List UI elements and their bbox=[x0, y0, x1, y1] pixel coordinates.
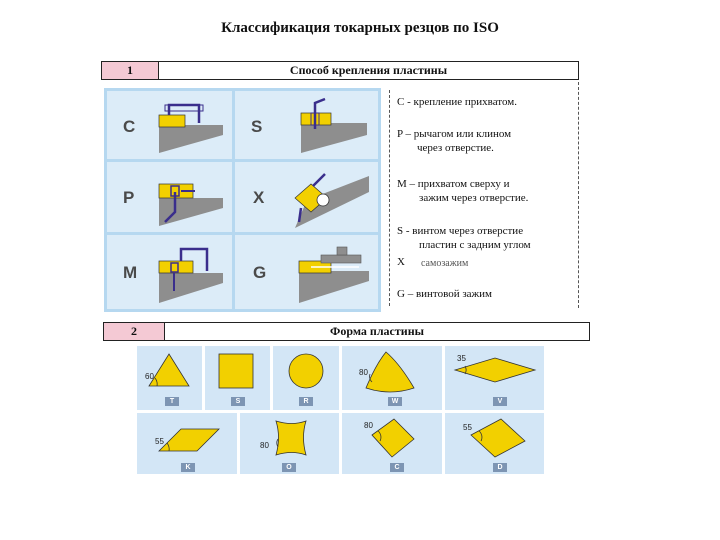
method-cell-m: M bbox=[107, 235, 232, 309]
method-letter: M bbox=[123, 263, 138, 282]
rhombic-55-insert-icon bbox=[470, 418, 526, 458]
method-letter: P bbox=[123, 188, 135, 207]
desc-p-line1: P – рычагом или клином bbox=[397, 128, 512, 140]
method-cell-x: X bbox=[235, 162, 378, 232]
shape-cell-k: 55 K bbox=[137, 413, 237, 474]
desc-s-line2: пластин с задним углом bbox=[419, 239, 531, 251]
shape-code-tag: T bbox=[165, 397, 179, 406]
method-letter: C bbox=[123, 117, 136, 136]
shape-cell-v: 35 V bbox=[445, 346, 544, 410]
shape-cell-t: 60 T bbox=[137, 346, 202, 410]
shape-cell-s: S bbox=[205, 346, 270, 410]
shape-code-tag: C bbox=[390, 463, 404, 472]
desc-c: С - крепление прихватом. bbox=[397, 96, 517, 108]
round-insert-icon bbox=[288, 353, 324, 389]
shape-cell-w: 80 W bbox=[342, 346, 442, 410]
rhombic-80-insert-icon bbox=[371, 418, 415, 458]
clamp-top-icon bbox=[158, 103, 223, 153]
dashed-separator bbox=[389, 90, 390, 306]
special-round-icon bbox=[294, 173, 369, 228]
shape-angle: 60 bbox=[145, 372, 154, 381]
shape-angle: 55 bbox=[463, 423, 472, 432]
section-2-header: 2 Форма пластины bbox=[103, 322, 590, 341]
section-2-number: 2 bbox=[104, 323, 165, 340]
desc-p-line2: через отверстие. bbox=[417, 142, 494, 154]
method-cell-p: P bbox=[107, 162, 232, 232]
lever-icon bbox=[158, 183, 223, 226]
method-letter: S bbox=[251, 117, 263, 136]
shape-angle: 80 bbox=[364, 421, 373, 430]
screw-clamp-icon bbox=[298, 246, 369, 303]
shape-code-tag: S bbox=[231, 397, 245, 406]
shape-code-tag: O bbox=[282, 463, 296, 472]
square-insert-icon bbox=[218, 353, 254, 389]
section-1-number: 1 bbox=[102, 62, 159, 79]
method-letter: X bbox=[253, 188, 265, 207]
shape-cell-c: 80 C bbox=[342, 413, 442, 474]
shape-cell-d: 55 D bbox=[445, 413, 544, 474]
shape-code-tag: V bbox=[493, 397, 507, 406]
insert-shapes-grid: 60 T S R 80 W 35 V 55 bbox=[137, 346, 544, 474]
clamp-and-pin-icon bbox=[158, 247, 223, 303]
mounting-methods-panel: C S P X bbox=[104, 88, 381, 312]
shape-code-tag: R bbox=[299, 397, 313, 406]
method-cell-s: S bbox=[235, 91, 378, 159]
shape-angle: 55 bbox=[155, 437, 164, 446]
shape-cell-o: 80 O bbox=[240, 413, 339, 474]
method-letter: G bbox=[253, 263, 267, 282]
section-2-title: Форма пластины bbox=[330, 324, 424, 338]
shape-code-tag: K bbox=[181, 463, 195, 472]
shape-angle: 35 bbox=[457, 354, 466, 363]
shape-code-tag: D bbox=[493, 463, 507, 472]
rhombic-35-insert-icon bbox=[453, 357, 537, 383]
shape-code-tag: W bbox=[388, 397, 402, 406]
desc-m-line2: зажим через отверстие. bbox=[419, 192, 529, 204]
shape-angle: 80 bbox=[260, 441, 269, 450]
dashed-separator-right bbox=[578, 82, 579, 308]
desc-x-text: самозажим bbox=[421, 258, 469, 269]
shape-angle: 80 bbox=[359, 368, 368, 377]
section-1-title: Способ крепления пластины bbox=[289, 63, 448, 77]
trigon-insert-icon bbox=[365, 351, 415, 393]
desc-s-line1: S - винтом через отверстие bbox=[397, 225, 524, 237]
shape-cell-r: R bbox=[273, 346, 339, 410]
method-cell-g: G bbox=[235, 235, 378, 309]
triangle-insert-icon bbox=[148, 353, 190, 387]
section-1-header: 1 Способ крепления пластины bbox=[101, 61, 579, 80]
desc-g: G – винтовой зажим bbox=[397, 288, 493, 300]
screw-icon bbox=[300, 97, 367, 153]
parallelogram-insert-icon bbox=[158, 428, 220, 452]
page-title: Классификация токарных резцов по ISO bbox=[221, 20, 499, 36]
method-cell-c: C bbox=[107, 91, 232, 159]
octagon-insert-icon bbox=[275, 420, 307, 456]
desc-x-letter: X bbox=[397, 256, 405, 268]
desc-m-line1: M – прихватом сверху и bbox=[397, 178, 510, 190]
